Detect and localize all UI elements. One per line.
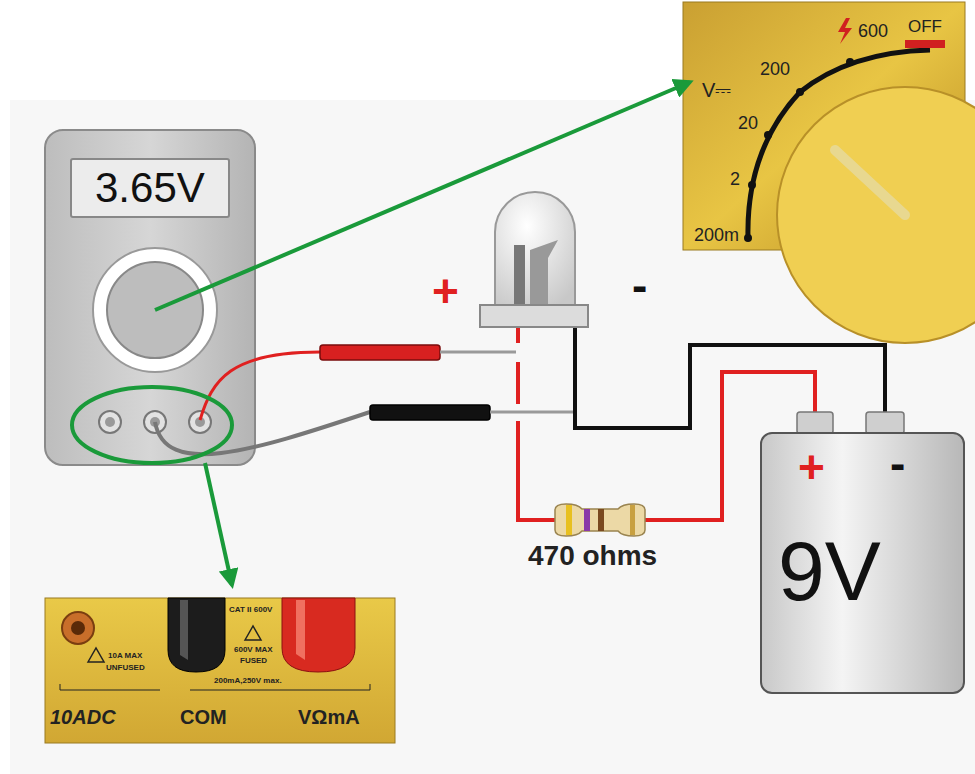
battery-terminals	[797, 412, 904, 434]
meter-reading: 3.65V	[95, 167, 205, 209]
dial-range: 20	[738, 114, 758, 132]
dial-off: OFF	[908, 18, 942, 35]
polarity-minus: -	[632, 262, 647, 308]
jack-note: 10A MAX	[108, 652, 142, 660]
jack-name: 10ADC	[50, 707, 116, 727]
resistor-value: 470 ohms	[528, 542, 657, 570]
multimeter-body	[45, 130, 255, 465]
jack-note: 200mA,250V max.	[214, 677, 282, 685]
battery-voltage: 9V	[778, 529, 881, 613]
dial-range: 2	[730, 170, 740, 188]
resistor-symbol	[555, 504, 645, 536]
meter-display: 3.65V	[70, 158, 230, 218]
black-wire	[575, 327, 885, 428]
jack-note: 600V MAX	[234, 646, 273, 654]
jack-note: UNFUSED	[106, 664, 145, 672]
dial-inset	[683, 2, 975, 343]
dial-mode: V⎓	[702, 80, 731, 100]
dial-range: 200	[760, 60, 790, 78]
ports-inset	[45, 598, 395, 743]
polarity-minus: -	[890, 440, 905, 486]
jack-name: VΩmA	[298, 707, 360, 727]
red-probe	[200, 345, 516, 420]
jack-name: COM	[180, 707, 227, 727]
dial-range: 600	[858, 22, 888, 40]
jack-note: FUSED	[240, 657, 267, 665]
polarity-plus: +	[798, 444, 825, 490]
dial-range: 200m	[694, 226, 739, 244]
polarity-plus: +	[432, 268, 459, 314]
battery-body: + -9V	[760, 432, 965, 694]
led-symbol	[480, 192, 588, 327]
jack-note: CAT II 600V	[229, 606, 272, 614]
